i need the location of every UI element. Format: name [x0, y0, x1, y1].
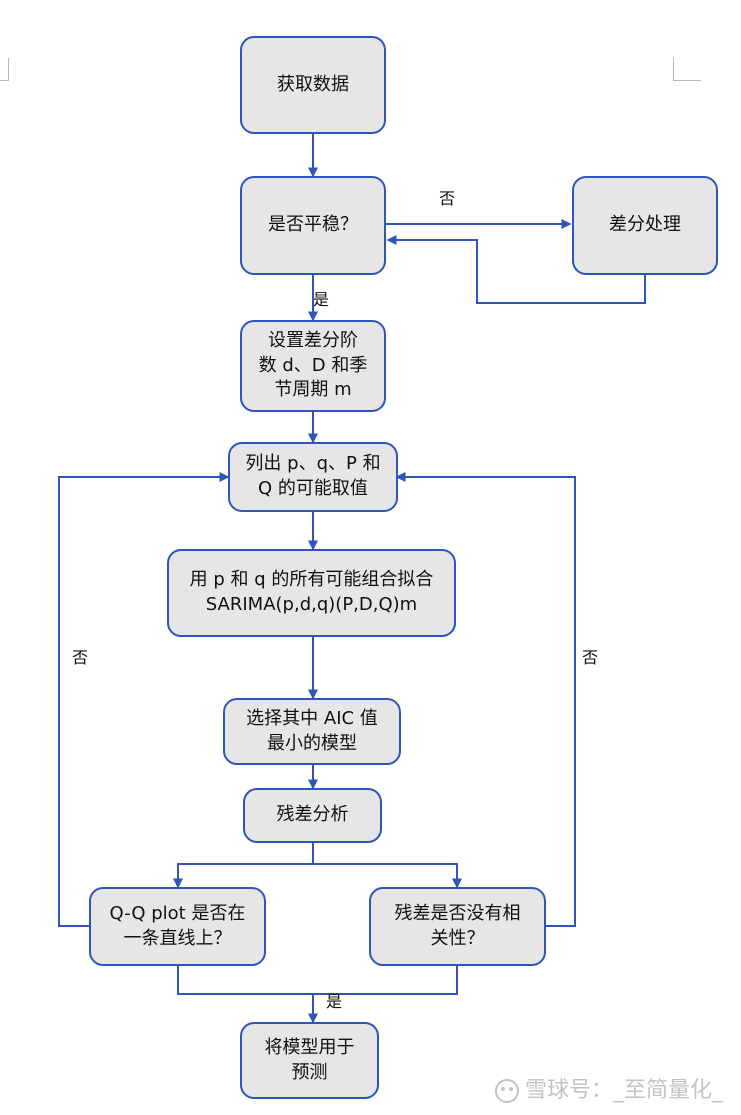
forecast-node: 将模型用于 预测 — [240, 1022, 379, 1099]
page-corner-top-left — [0, 58, 9, 81]
get-data-node: 获取数据 — [240, 36, 386, 134]
arrow-correlation-back-to-list — [395, 472, 576, 927]
list-pq-values-node: 列出 p、q、P 和 Q 的可能取值 — [228, 442, 398, 512]
arrow-qq-back-to-list — [58, 472, 230, 927]
fit-sarima-models-node: 用 p 和 q 的所有可能组合拟合 SARIMA(p,d,q)(P,D,Q)m — [167, 549, 456, 637]
label-no-top: 否 — [439, 189, 456, 208]
qq-plot-check-node: Q-Q plot 是否在 一条直线上？ — [89, 887, 266, 966]
label-yes-top: 是 — [313, 290, 330, 309]
connector-correlation-to-merge — [313, 966, 458, 995]
stationary-check-node: 是否平稳？ — [240, 176, 386, 275]
arrow-residual-to-qq — [173, 863, 313, 889]
differencing-node: 差分处理 — [572, 176, 718, 275]
label-no-right: 否 — [582, 648, 599, 667]
residual-analysis-node: 残差分析 — [243, 788, 382, 843]
arrow-residual-to-correlation — [313, 863, 462, 889]
arrow-diff-back-to-stationary — [386, 235, 646, 304]
residual-correlation-check-node: 残差是否没有相 关性？ — [369, 887, 546, 966]
select-min-aic-node: 选择其中 AIC 值 最小的模型 — [223, 698, 401, 765]
label-no-left: 否 — [72, 648, 89, 667]
set-differencing-order-node: 设置差分阶 数 d、D 和季 节周期 m — [240, 320, 386, 412]
page-corner-top-right — [673, 58, 701, 81]
label-yes-bottom: 是 — [326, 992, 343, 1011]
connector-qq-to-merge — [177, 966, 313, 995]
